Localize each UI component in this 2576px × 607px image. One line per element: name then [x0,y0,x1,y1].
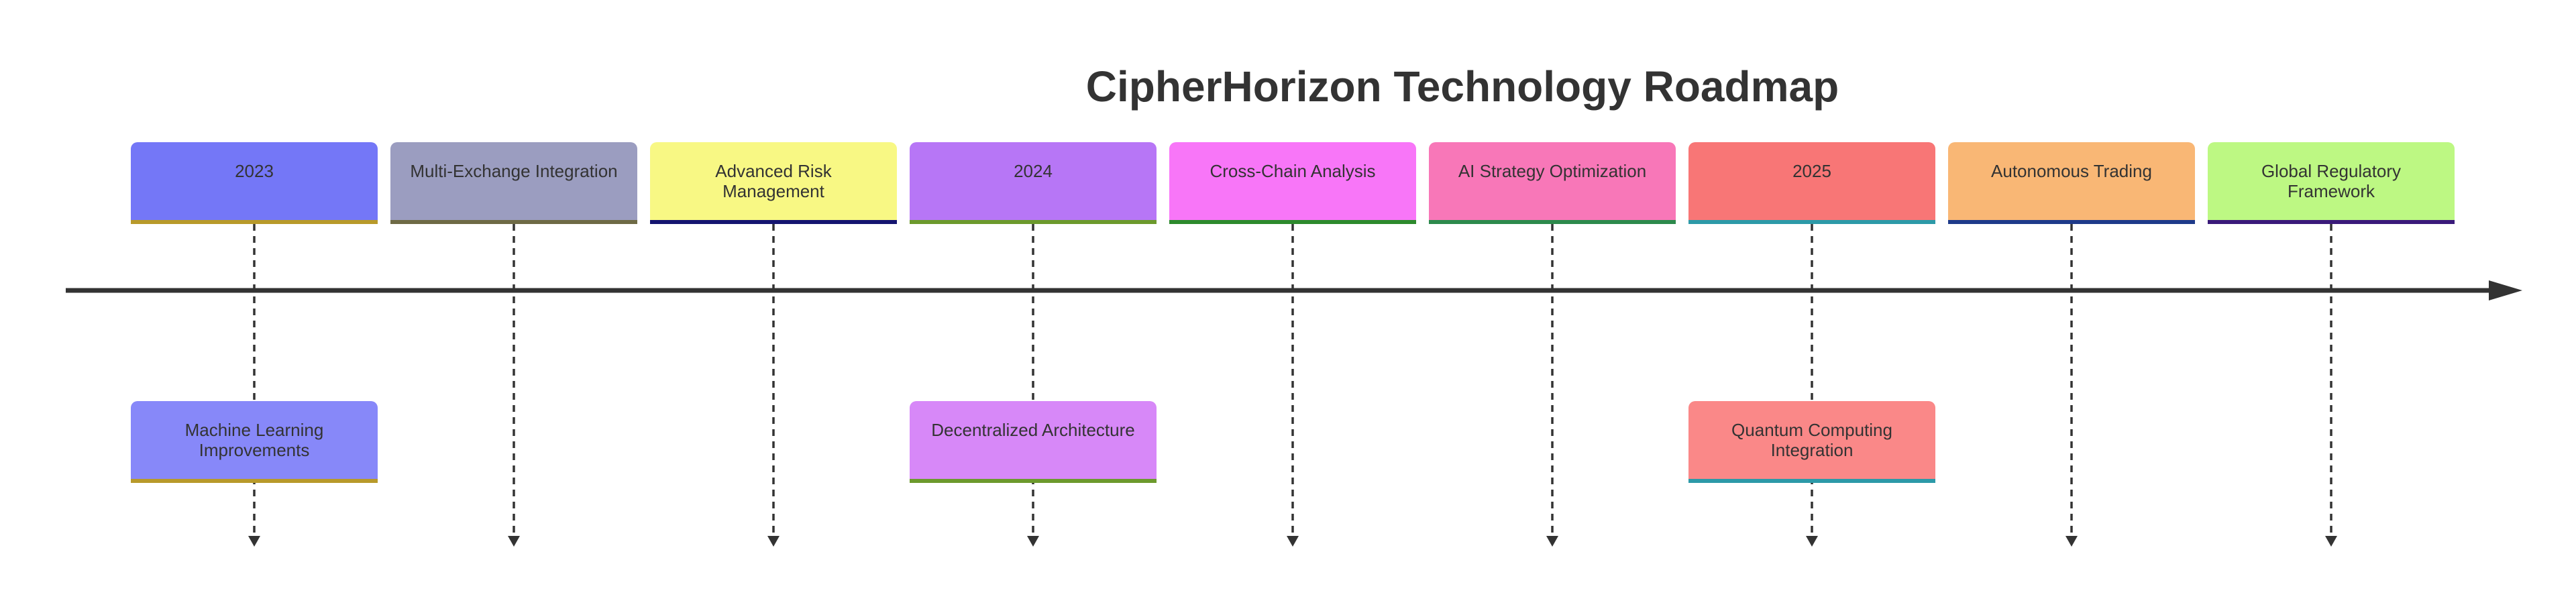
diagram-title: CipherHorizon Technology Roadmap [1085,62,1839,111]
period-label: Advanced Risk Management [715,161,832,201]
connector-arrowhead [2325,536,2337,547]
period-node-2024: 2024 [910,142,1157,224]
period-label: 2024 [1014,161,1053,181]
event-node-quantum-computing-integration: Quantum Computing Integration [1688,401,1935,483]
period-node-2023: 2023 [131,142,378,224]
period-label: 2025 [1792,161,1831,181]
period-node-2025: 2025 [1688,142,1935,224]
event-label: Quantum Computing Integration [1731,420,1892,460]
period-node-cross-chain-analysis: Cross-Chain Analysis [1169,142,1416,224]
event-node-machine-learning-improvements: Machine Learning Improvements [131,401,378,483]
axis-arrowhead [2489,280,2522,300]
period-node-global-regulatory-framework: Global Regulatory Framework [2208,142,2455,224]
period-label: AI Strategy Optimization [1458,161,1647,181]
period-label: Global Regulatory Framework [2261,161,2402,201]
period-node-advanced-risk-management: Advanced Risk Management [650,142,897,224]
event-label: Machine Learning Improvements [184,420,324,460]
period-node-multi-exchange-integration: Multi-Exchange Integration [390,142,637,224]
period-node-autonomous-trading: Autonomous Trading [1948,142,2195,224]
connector-arrowhead [1546,536,1558,547]
event-node-decentralized-architecture: Decentralized Architecture [910,401,1157,483]
connector-arrowhead [1287,536,1299,547]
connector-arrowhead [508,536,520,547]
connector-arrowhead [1027,536,1039,547]
period-label: Autonomous Trading [1991,161,2152,181]
period-label: 2023 [235,161,274,181]
connector-arrowhead [2065,536,2078,547]
period-label: Cross-Chain Analysis [1210,161,1376,181]
connector-arrowhead [767,536,780,547]
period-node-ai-strategy-optimization: AI Strategy Optimization [1429,142,1676,224]
event-label: Decentralized Architecture [931,420,1135,440]
connector-arrowhead [1806,536,1818,547]
period-label: Multi-Exchange Integration [410,161,618,181]
connector-arrowhead [248,536,260,547]
